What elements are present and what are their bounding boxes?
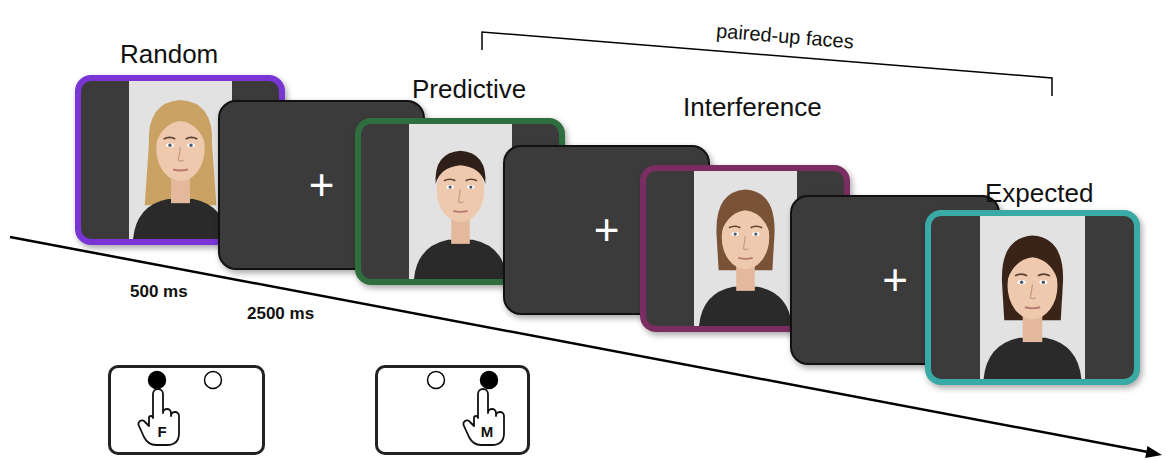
condition-label: Random	[120, 39, 218, 70]
face-photo	[694, 171, 797, 326]
hand-icon	[460, 387, 510, 453]
response-box: F	[108, 365, 265, 455]
face-photo	[129, 81, 232, 239]
response-key: F	[152, 423, 172, 440]
condition-label: Interference	[683, 92, 822, 123]
hand-icon	[135, 387, 185, 453]
condition-label: Expected	[985, 178, 1093, 209]
face-photo	[409, 124, 512, 279]
response-indicator	[375, 365, 530, 455]
stimulus-frame: Expected	[925, 210, 1140, 385]
response-indicator	[108, 365, 265, 455]
response-box: M	[375, 365, 530, 455]
condition-label: Predictive	[412, 74, 526, 105]
bracket-label: paired-up faces	[715, 19, 854, 53]
timing-label: 500 ms	[130, 282, 188, 302]
timing-label: 2500 ms	[247, 304, 314, 324]
response-key: M	[477, 423, 497, 440]
face-photo	[980, 216, 1085, 379]
